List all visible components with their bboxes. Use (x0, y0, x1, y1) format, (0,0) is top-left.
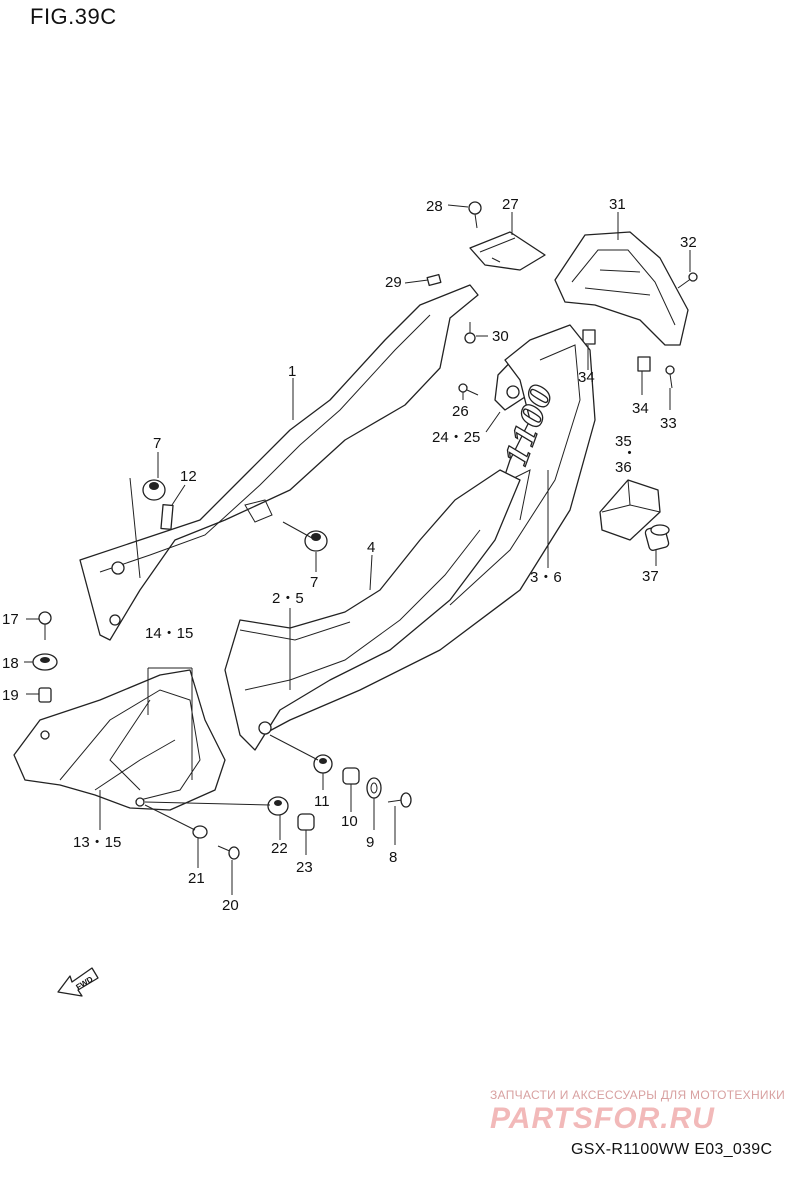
callout-20: 20 (222, 897, 239, 914)
watermark-subtitle: ЗАПЧАСТИ И АКСЕССУАРЫ ДЛЯ МОТОТЕХНИКИ (490, 1088, 786, 1102)
callout-10: 10 (341, 813, 358, 830)
part-2-5-lower-cover (224, 469, 521, 751)
callout-9: 9 (366, 834, 374, 851)
callout-12: 12 (180, 468, 197, 485)
part-33-screw (665, 365, 675, 389)
part-7-grommet-a (142, 479, 166, 501)
figure-code: GSX-R1100WW E03_039C (571, 1141, 773, 1158)
part-22-grommet (267, 796, 289, 816)
callout-30: 30 (492, 328, 509, 345)
part-7-grommet-b (304, 530, 328, 552)
callout-14-15: 14・15 (145, 625, 193, 642)
part-17-screw (38, 611, 52, 640)
part-29-clip (426, 273, 442, 287)
callout-31: 31 (609, 196, 626, 213)
callout-11: 11 (314, 793, 330, 810)
part-32-screw (677, 272, 698, 289)
part-20-screw (217, 845, 240, 860)
callout-35: 35 (615, 433, 632, 450)
part-19-collar (38, 687, 52, 703)
callout-7-b: 7 (310, 574, 318, 591)
callout-26: 26 (452, 403, 469, 420)
figure-title: FIG.39C (30, 4, 117, 29)
part-30-screw (464, 322, 476, 344)
callout-23: 23 (296, 859, 313, 876)
callout-21: 21 (188, 870, 205, 887)
callout-4: 4 (367, 539, 375, 556)
callout-36: 36 (615, 459, 632, 476)
callout-34-a: 34 (578, 369, 595, 386)
part-12-tape (160, 503, 174, 531)
part-9-washer (366, 777, 382, 799)
watermark-brand: PARTSFOR.RU (490, 1102, 715, 1135)
forward-direction-arrow: FWD (57, 967, 99, 997)
callout-dot: ・ (622, 445, 637, 462)
part-34-nut-b (637, 356, 651, 372)
callout-22: 22 (271, 840, 288, 857)
callout-32: 32 (680, 234, 697, 251)
callout-37: 37 (642, 568, 659, 585)
callout-8: 8 (389, 849, 397, 866)
part-35-36-spacer-block (599, 479, 661, 541)
part-21-nut (192, 825, 208, 839)
part-34-nut-a (582, 329, 596, 345)
part-23-collar (297, 813, 315, 831)
part-1-frame-cover (79, 284, 479, 641)
callout-24-25: 24・25 (432, 429, 480, 446)
callout-18: 18 (2, 655, 19, 672)
callout-3-6: 3・6 (530, 569, 562, 586)
callout-33: 33 (660, 415, 677, 432)
part-13-14-15-under-cover (13, 669, 226, 811)
part-26-bolt (458, 383, 479, 396)
callout-19: 19 (2, 687, 19, 704)
part-27-cover-plate (469, 231, 546, 271)
callout-1: 1 (288, 363, 296, 380)
part-31-rear-handle (554, 231, 689, 346)
callout-17: 17 (2, 611, 19, 628)
callout-28: 28 (426, 198, 443, 215)
part-8-bolt (387, 792, 412, 808)
leader-lines (24, 204, 691, 895)
callout-labels: 28 27 31 32 29 30 34 1 26 34 33 24・25 7 … (2, 196, 697, 914)
part-11-grommet (313, 754, 333, 774)
callout-27: 27 (502, 196, 519, 213)
part-28-screw (468, 201, 482, 229)
part-18-washer (32, 653, 58, 671)
callout-29: 29 (385, 274, 402, 291)
callout-13-15: 13・15 (73, 834, 121, 851)
part-37-collar (644, 524, 670, 551)
callout-7-a: 7 (153, 435, 161, 452)
callout-2-5: 2・5 (272, 590, 304, 607)
part-10-collar (342, 767, 360, 785)
callout-34-b: 34 (632, 400, 649, 417)
